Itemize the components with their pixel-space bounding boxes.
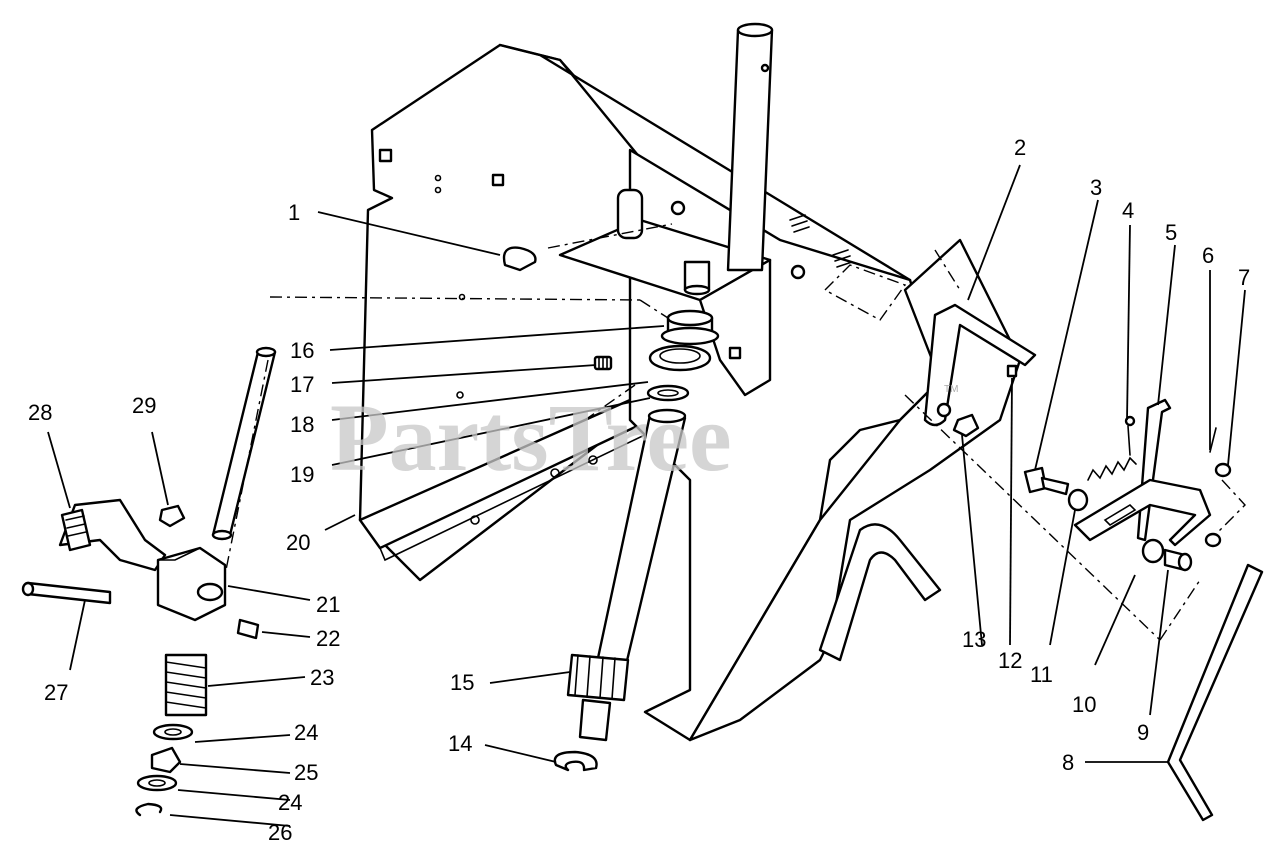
linkage-group	[1023, 398, 1264, 822]
callout-23: 23	[310, 665, 334, 690]
callout-6: 6	[1202, 243, 1214, 268]
callout-12: 12	[998, 648, 1022, 673]
steering-column-upper	[683, 22, 774, 296]
callout-22: 22	[316, 626, 340, 651]
callout-1: 1	[288, 200, 300, 225]
callout-5: 5	[1165, 220, 1177, 245]
callout-28: 28	[28, 400, 52, 425]
callout-14: 14	[448, 731, 472, 756]
callout-3: 3	[1090, 175, 1102, 200]
callout-18: 18	[290, 412, 314, 437]
callout-20: 20	[286, 530, 310, 555]
bracket-part-2: TM	[923, 303, 1037, 438]
e-clip-part-14	[553, 750, 598, 772]
callout-9: 9	[1137, 720, 1149, 745]
callout-2: 2	[1014, 135, 1026, 160]
callout-10: 10	[1072, 692, 1096, 717]
callout-25: 25	[294, 760, 318, 785]
callout-24-upper: 24	[294, 720, 318, 745]
bushing-group	[593, 309, 720, 402]
dash-panel	[358, 43, 1022, 742]
callout-4: 4	[1122, 198, 1134, 223]
alignment-line-left	[269, 223, 673, 421]
steering-shaft-lower	[566, 408, 687, 742]
alignment-line-right	[904, 249, 1246, 641]
callout-21: 21	[316, 592, 340, 617]
trademark-mark: TM	[944, 384, 958, 395]
callout-29: 29	[132, 393, 156, 418]
callout-8: 8	[1062, 750, 1074, 775]
watermark-logo: PartsTree	[330, 384, 732, 491]
callout-13: 13	[962, 627, 986, 652]
callouts: 1 2 3 4 5 6 7 8 9 10 11 12 13 14 15 16 1…	[28, 135, 1250, 845]
callout-26: 26	[268, 820, 292, 845]
callout-19: 19	[290, 462, 314, 487]
callout-27: 27	[44, 680, 68, 705]
clip-part-1	[502, 246, 537, 272]
callout-7: 7	[1238, 265, 1250, 290]
callout-17: 17	[290, 372, 314, 397]
left-assembly	[21, 346, 277, 817]
callout-15: 15	[450, 670, 474, 695]
leader-lines	[47, 164, 1246, 827]
callout-16: 16	[290, 338, 314, 363]
callout-24-lower: 24	[278, 790, 302, 815]
callout-11: 11	[1030, 662, 1053, 687]
